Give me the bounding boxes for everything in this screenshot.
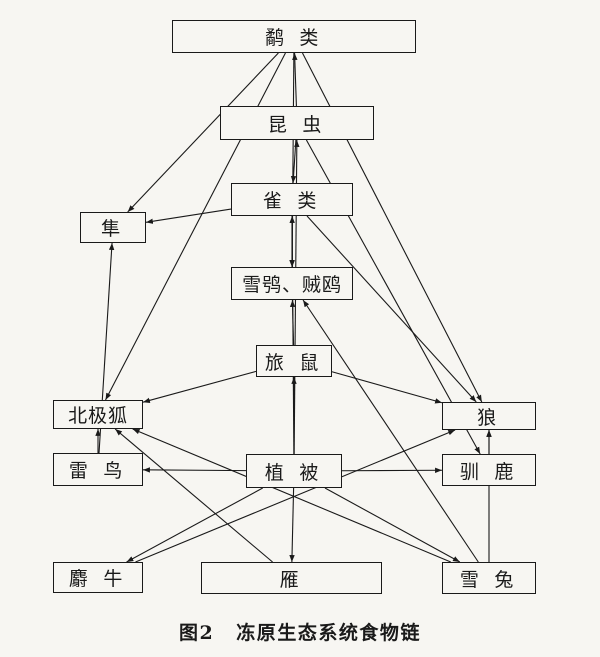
- node-lemming: 旅 鼠: [256, 345, 332, 377]
- edge-lemming-to-wolf: [331, 371, 443, 404]
- node-wolf: 狼: [442, 402, 536, 430]
- node-arctic-fox: 北极狐: [53, 400, 143, 429]
- edge-layer: [95, 52, 492, 563]
- edge-insects-to-sparrows: [290, 139, 297, 184]
- node-sparrows: 雀 类: [231, 183, 353, 216]
- edge-skua-to-snowy_owl_gull: [289, 52, 295, 268]
- edge-musk_ox-to-wolf: [135, 429, 456, 563]
- edge-skua-to-falcon: [127, 52, 279, 213]
- caption-title: 冻原生态系统食物链: [236, 622, 421, 644]
- edge-sparrows-to-falcon: [145, 208, 232, 224]
- caption-number: 图2: [179, 622, 215, 644]
- edge-lemming-to-snowy_owl_gull: [289, 299, 296, 346]
- edge-vegetation-to-reindeer: [341, 467, 443, 473]
- edge-sparrows-to-wolf: [306, 215, 477, 403]
- node-snow-hare: 雪 兔: [442, 562, 536, 594]
- figure-caption: 图2 冻原生态系统食物链: [0, 618, 600, 645]
- edge-vegetation-to-musk_ox: [126, 487, 263, 563]
- edge-vegetation-to-snow_hare: [324, 487, 461, 563]
- node-insects: 昆 虫: [220, 106, 374, 140]
- edge-vegetation-to-goose: [289, 487, 295, 563]
- edge-snow_hare-to-snowy_owl_gull: [302, 299, 479, 563]
- node-snowy-owl-gull: 雪鸮、贼鸥: [231, 267, 353, 300]
- node-skua: 鹬 类: [172, 20, 416, 53]
- node-vegetation: 植 被: [246, 454, 342, 488]
- node-goose: 雁: [201, 562, 382, 594]
- node-musk-ox: 麝 牛: [53, 562, 143, 593]
- node-reindeer: 驯 鹿: [442, 454, 536, 486]
- edge-vegetation-to-ptarmigan: [142, 467, 247, 473]
- node-falcon: 隼: [80, 212, 146, 243]
- edge-snow_hare-to-arctic_fox: [132, 428, 451, 563]
- edge-insects-to-skua: [292, 52, 298, 107]
- edge-goose-to-arctic_fox: [114, 428, 273, 563]
- edge-lemming-to-arctic_fox: [142, 370, 257, 403]
- node-ptarmigan: 雷 鸟: [53, 453, 143, 486]
